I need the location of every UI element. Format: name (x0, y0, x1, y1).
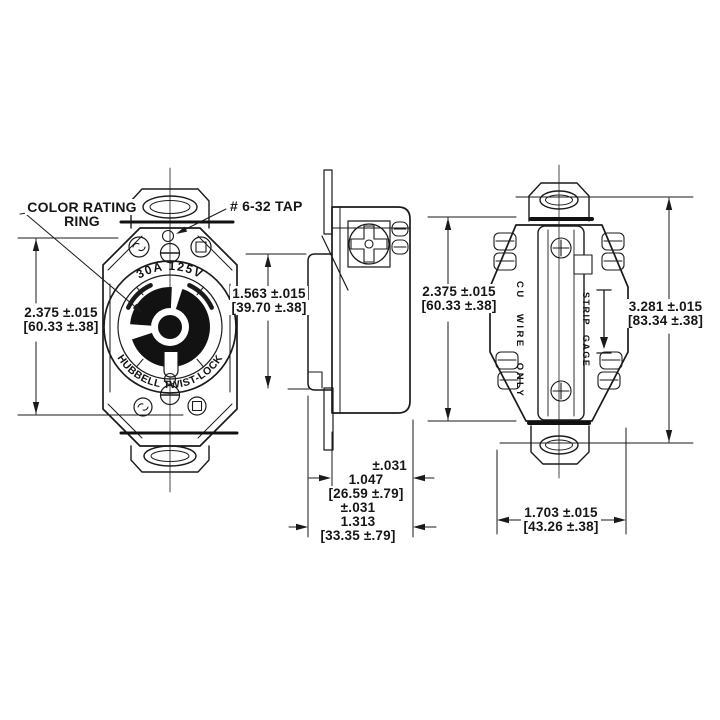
strip-gage-indicator (596, 289, 612, 354)
dimension-rear-height (499, 196, 694, 444)
rear-strip-gage-notch (573, 254, 593, 275)
cu-wire-only-text: CU WIRE ONLY (514, 281, 525, 398)
rear-top-oval-hole (539, 190, 579, 210)
dim-depth-to-face-label: ±.031 1.047 [26.59 ±.79] (323, 458, 409, 501)
dimension-side-height (427, 216, 517, 422)
front-screw-top-left (128, 236, 150, 258)
front-screw-bottom-left (133, 397, 153, 417)
front-screw-bottom-center (159, 384, 181, 406)
dim-depth-to-face-in: 1.047 (346, 472, 386, 487)
front-tap-hole-top (161, 229, 175, 243)
rear-wiring-channel (537, 225, 585, 421)
tap-label-text: # 6-32 TAP (228, 198, 305, 214)
face-outer-ring (103, 260, 237, 394)
dim-face-height-in: 1.563 ±.015 (230, 286, 308, 301)
face-ground-slot (163, 351, 179, 378)
strip-gage-text: STRIP GAGE (581, 292, 591, 367)
front-screw-top-center (159, 242, 181, 264)
dimension-face-height (245, 253, 310, 390)
side-strap-bottom (323, 387, 334, 451)
side-yoke-diagonal (321, 235, 349, 291)
side-wire-clamp-tabs (391, 221, 409, 255)
color-rating-ring-label-line2: RING (62, 213, 102, 229)
dim-rear-height-label: 3.281 ±.015 [83.34 ±.38] (612, 299, 719, 328)
side-front-face (307, 253, 333, 391)
dim-side-height-label: 2.375 ±.015 [60.33 ±.38] (406, 284, 512, 313)
dim-overall-depth-in: 1.313 (338, 514, 378, 529)
face-rating-ring (117, 274, 223, 380)
side-view (307, 169, 411, 451)
rear-bottom-mounting-tab (530, 425, 590, 465)
rear-bottom-oval-hole (539, 435, 579, 455)
face-twistlock-core (126, 284, 210, 367)
dim-front-height-mm: [60.33 ±.38] (21, 319, 101, 334)
front-tap-hole-bottom (163, 372, 177, 386)
dimension-front-height (17, 237, 184, 416)
dim-overall-depth-label: ±.031 1.313 [33.35 ±.79] (313, 500, 403, 543)
front-top-oval-hole (142, 195, 198, 219)
front-screw-top-right (190, 236, 212, 258)
dim-depth-to-face-mm: [26.59 ±.79] (326, 486, 406, 501)
dim-rear-width-mm: [43.26 ±.38] (521, 519, 601, 534)
side-body-outline (331, 206, 411, 414)
dimension-overall-depth (288, 395, 437, 538)
dim-front-height-label: 2.375 ±.015 [60.33 ±.38] (0, 305, 122, 334)
face-blade-slot-arcs (126, 283, 214, 310)
dim-depth-to-face-tol: ±.031 (370, 458, 409, 473)
dimension-depth-to-face (308, 419, 435, 538)
color-rating-ring-label-line1: COLOR RATING (25, 199, 139, 215)
rear-assembly-screw-bottom (550, 380, 572, 402)
dim-side-height-mm: [60.33 ±.38] (419, 298, 499, 313)
dim-rear-width-in: 1.703 ±.015 (522, 505, 600, 520)
rear-assembly-screw-top (550, 237, 572, 259)
dim-rear-height-in: 3.281 ±.015 (626, 299, 705, 314)
dim-overall-depth-mm: [33.35 ±.79] (318, 528, 398, 543)
leader-tap (176, 208, 227, 234)
front-body-outline (102, 227, 238, 447)
tap-label: # 6-32 TAP (228, 198, 305, 214)
dim-face-height-label: 1.563 ±.015 [39.70 ±.38] (218, 286, 320, 315)
rear-view: CU WIRE ONLY STRIP GAGE (489, 164, 629, 479)
front-bottom-oval-hole (143, 445, 197, 467)
front-screw-bottom-right (187, 396, 207, 416)
dim-rear-height-mm: [83.34 ±.38] (625, 313, 706, 328)
dim-face-height-mm: [39.70 ±.38] (229, 300, 309, 315)
dim-overall-depth-tol: ±.031 (338, 500, 378, 515)
rear-terminal-screws (493, 232, 625, 390)
dim-side-height-in: 2.375 ±.015 (420, 284, 498, 299)
side-strap-top (323, 169, 333, 235)
color-rating-ring-label: COLOR RATING RING (24, 199, 140, 229)
dimension-rear-width (496, 427, 627, 535)
rear-top-mounting-tab (528, 182, 590, 222)
dim-front-height-in: 2.375 ±.015 (22, 305, 100, 320)
dim-rear-width-label: 1.703 ±.015 [43.26 ±.38] (509, 505, 613, 534)
side-terminal-screw (347, 220, 391, 268)
front-bottom-mounting-tab (130, 445, 210, 473)
